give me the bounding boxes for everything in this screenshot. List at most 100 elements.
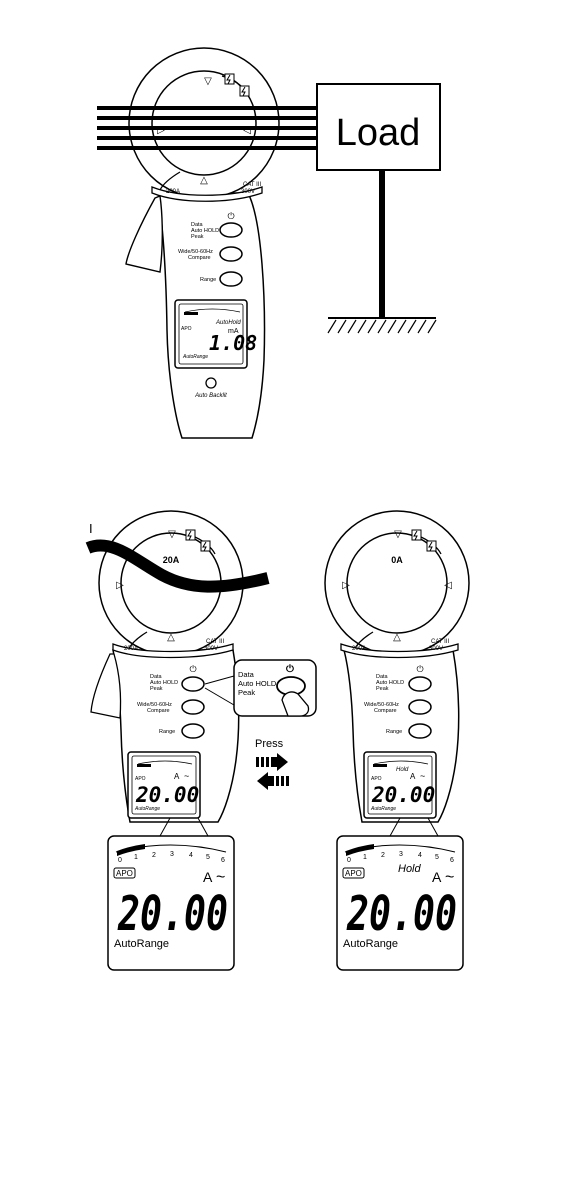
left-meter: 20A ▽ ▷ ◁ △ 200A CAT III 300V ⏻ Data Aut… xyxy=(85,510,270,823)
left-cat-voltage: 300V xyxy=(204,646,218,652)
zoom-lcd-right: 0 1 2 3 4 5 6 APO Hold A ~ 20.00 AutoRan… xyxy=(336,817,464,971)
right-triangle-down-icon: ▽ xyxy=(394,529,402,540)
right-meter: 0A ▽ ▷ ◁ △ 200A CAT III 300V ⏻ Data Auto… xyxy=(324,510,470,823)
figure-1: Load xyxy=(97,47,441,439)
zoom-left-tick-5: 5 xyxy=(206,854,210,861)
zoom-right-tick-2: 2 xyxy=(381,852,385,859)
left-wide-label-1: Wide/50-60Hz xyxy=(137,702,172,708)
left-range-button[interactable] xyxy=(181,723,205,739)
callout-label-2: Auto HOLD xyxy=(238,679,277,688)
zoom-right-reading: 20.00 xyxy=(346,886,457,942)
left-hold-label-1: Data xyxy=(150,674,163,680)
right-hold-button[interactable] xyxy=(408,676,432,692)
zoom-left-tick-6: 6 xyxy=(221,857,225,864)
right-triangle-left-icon: ◁ xyxy=(444,580,452,591)
left-wide-label-2: Compare xyxy=(147,708,170,714)
right-cat-label: CAT III xyxy=(431,639,449,645)
left-triangle-down-icon: ▽ xyxy=(168,529,176,540)
arrow-left-icon xyxy=(257,772,289,790)
ground-hatch xyxy=(327,319,437,334)
zoom-left-tick-3: 3 xyxy=(170,851,174,858)
zoom-left-reading: 20.00 xyxy=(117,886,228,942)
figure-2: I 20A ▽ ▷ ◁ △ 200A xyxy=(85,510,470,971)
finger-icon xyxy=(281,691,310,717)
press-indicator: Press xyxy=(255,738,289,790)
right-power-icon: ⏻ xyxy=(416,664,423,674)
zoom-left-tick-2: 2 xyxy=(152,852,156,859)
hold-button-label-2: Auto HOLD xyxy=(191,228,219,234)
hazard-icon xyxy=(224,73,250,97)
wide-button-label-1: Wide/50-60Hz xyxy=(178,249,213,255)
zoom-right-unit: A xyxy=(432,869,442,885)
left-cat-label: CAT III xyxy=(206,639,224,645)
lcd-range: AutoRange xyxy=(182,354,208,360)
left-clamp-rating: 200A xyxy=(124,646,138,652)
left-wide-button[interactable] xyxy=(181,699,205,715)
right-wide-button[interactable] xyxy=(408,699,432,715)
zoom-right-tick-6: 6 xyxy=(450,857,454,864)
right-range-label: Range xyxy=(386,729,402,735)
backlight-sensor xyxy=(205,377,217,389)
callout-power-icon: ⏻ xyxy=(286,663,294,675)
right-wide-label-1: Wide/50-60Hz xyxy=(364,702,399,708)
zoom-right-mode: Hold xyxy=(398,863,422,875)
left-lcd-unit: A xyxy=(174,772,180,781)
clamp-rating: 200A xyxy=(166,189,180,195)
range-button[interactable] xyxy=(219,271,243,287)
power-icon: ⏻ xyxy=(227,211,234,221)
zoom-right-bargraph xyxy=(344,844,456,856)
zoom-right-tick-1: 1 xyxy=(363,854,367,861)
right-triangle-right-icon: ▷ xyxy=(342,580,350,591)
zoom-left-bargraph xyxy=(115,844,227,856)
backlit-label: Auto Backlit xyxy=(194,393,227,399)
left-lcd-apo: APO xyxy=(135,776,146,782)
zoom-right-range: AutoRange xyxy=(343,938,398,950)
zoom-right-tick-0: 0 xyxy=(347,857,351,864)
right-lcd-unit: A xyxy=(410,772,416,781)
right-lcd-ac-icon: ~ xyxy=(420,771,425,781)
wide-button[interactable] xyxy=(219,246,243,262)
press-label: Press xyxy=(255,738,284,750)
right-hold-label-1: Data xyxy=(376,674,389,680)
jaw-markers: ▽ ▷ ◁ △ xyxy=(157,76,251,186)
load-label: Load xyxy=(336,112,421,154)
zoom-lcd-left: 0 1 2 3 4 5 6 APO A ~ 20.00 AutoRange xyxy=(107,817,235,971)
callout-label-3: Peak xyxy=(238,688,255,697)
lcd-display: APO AutoHold mA 1.08 AutoRange xyxy=(174,299,257,369)
right-lcd-range: AutoRange xyxy=(370,806,396,812)
arrow-right-icon xyxy=(256,753,288,771)
zoom-right-tick-4: 4 xyxy=(418,852,422,859)
hold-button-label-3: Peak xyxy=(191,234,204,240)
zoom-left-range: AutoRange xyxy=(114,938,169,950)
right-lcd: APO Hold A ~ 20.00 AutoRange xyxy=(363,751,437,819)
left-range-label: Range xyxy=(159,729,175,735)
right-cat-voltage: 300V xyxy=(429,646,443,652)
range-button-label: Range xyxy=(200,277,216,283)
hold-button-label-1: Data xyxy=(191,222,204,228)
lcd-apo: APO xyxy=(181,326,192,332)
right-range-button[interactable] xyxy=(408,723,432,739)
zoom-right-tick-3: 3 xyxy=(399,851,403,858)
right-lcd-apo: APO xyxy=(371,776,382,782)
zoom-right-apo: APO xyxy=(345,869,362,878)
right-hold-label-3: Peak xyxy=(376,686,389,692)
zoom-left-apo: APO xyxy=(116,869,133,878)
lcd-mode: AutoHold xyxy=(215,320,241,326)
hold-button[interactable] xyxy=(219,222,243,238)
zoom-left-tick-4: 4 xyxy=(189,852,193,859)
triangle-up-icon: △ xyxy=(200,175,208,186)
right-lcd-mode: Hold xyxy=(396,767,409,773)
triangle-right-icon: ▷ xyxy=(157,125,165,136)
left-hazard-icon xyxy=(185,529,211,552)
wide-button-label-2: Compare xyxy=(188,255,211,261)
zoom-right-ac-icon: ~ xyxy=(445,869,454,886)
right-lcd-reading: 20.00 xyxy=(371,783,435,807)
cat-voltage: 300V xyxy=(241,189,255,195)
lcd-reading: 1.08 xyxy=(209,331,257,355)
left-triangle-left-icon: ◁ xyxy=(218,580,226,591)
meter-collar xyxy=(151,186,263,202)
cat-label: CAT III xyxy=(243,182,261,188)
left-hold-button[interactable] xyxy=(181,676,205,692)
zoom-left-apo-box xyxy=(113,867,136,879)
